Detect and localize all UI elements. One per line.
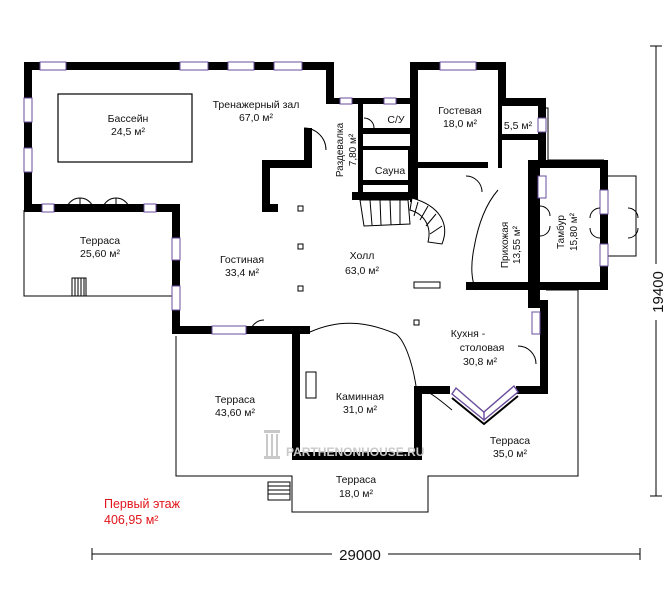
terrace-southwest-area: 43,60 м²	[215, 407, 255, 419]
small-room-area: 5,5 м²	[504, 120, 533, 132]
terrace-west-area: 25,60 м²	[80, 248, 120, 260]
pool-name: Бассейн	[108, 113, 149, 125]
terrace-southeast-area: 35,0 м²	[493, 448, 528, 460]
fireplace-room-area: 31,0 м²	[343, 404, 378, 416]
hallway-area: 13,55 м²	[512, 225, 523, 264]
ceiling-lights	[297, 205, 441, 326]
watermark-logo: PARTHENONHOUSE.RU	[264, 430, 424, 459]
hallway-name: Прихожая	[500, 222, 511, 268]
floor-label: Первый этаж	[104, 497, 181, 511]
living-room-name: Гостиная	[220, 254, 264, 266]
gym-name: Тренажерный зал	[213, 99, 300, 111]
vestibule-area: 15,80 м²	[569, 212, 580, 251]
floor-area: 406,95 м²	[104, 513, 158, 527]
dimension-width: 29000	[91, 546, 641, 564]
guest-room-name: Гостевая	[438, 105, 482, 117]
kitchen-name-line1: Кухня -	[451, 328, 486, 340]
dimension-height: 19400	[646, 45, 664, 497]
kitchen-area: 30,8 м²	[463, 356, 498, 368]
kitchen-name-line2: столовая	[460, 342, 505, 354]
bathroom-name: С/У	[387, 114, 405, 126]
terrace-southeast-name: Терраса	[490, 435, 530, 447]
terrace-south-area: 18,0 м²	[339, 488, 374, 500]
watermark-text: PARTHENONHOUSE.RU	[286, 445, 424, 459]
fireplace-room-name: Каминная	[336, 391, 384, 403]
sauna-name: Сауна	[375, 165, 405, 177]
terrace-south-name: Терраса	[336, 474, 376, 486]
pool-area: 24,5 м²	[111, 126, 146, 138]
terrace-west-name: Терраса	[80, 235, 120, 247]
dim-height-label: 19400	[650, 271, 664, 313]
gym-area: 67,0 м²	[239, 112, 274, 124]
curved-walls	[57, 93, 499, 501]
vestibule-name: Тамбур	[555, 215, 567, 249]
changing-room-area: 7,80 м²	[348, 133, 359, 166]
dim-width-label: 29000	[339, 547, 381, 564]
changing-room-name: Раздевалка	[335, 122, 346, 177]
windows	[23, 61, 609, 426]
guest-room-area: 18,0 м²	[443, 118, 478, 130]
living-room-area: 33,4 м²	[225, 267, 260, 279]
room-labels: Бассейн 24,5 м² Тренажерный зал 67,0 м² …	[80, 99, 580, 500]
doors	[65, 117, 639, 365]
hall-name: Холл	[350, 250, 375, 262]
terrace-southwest-name: Терраса	[215, 394, 255, 406]
hall-area: 63,0 м²	[345, 265, 380, 277]
